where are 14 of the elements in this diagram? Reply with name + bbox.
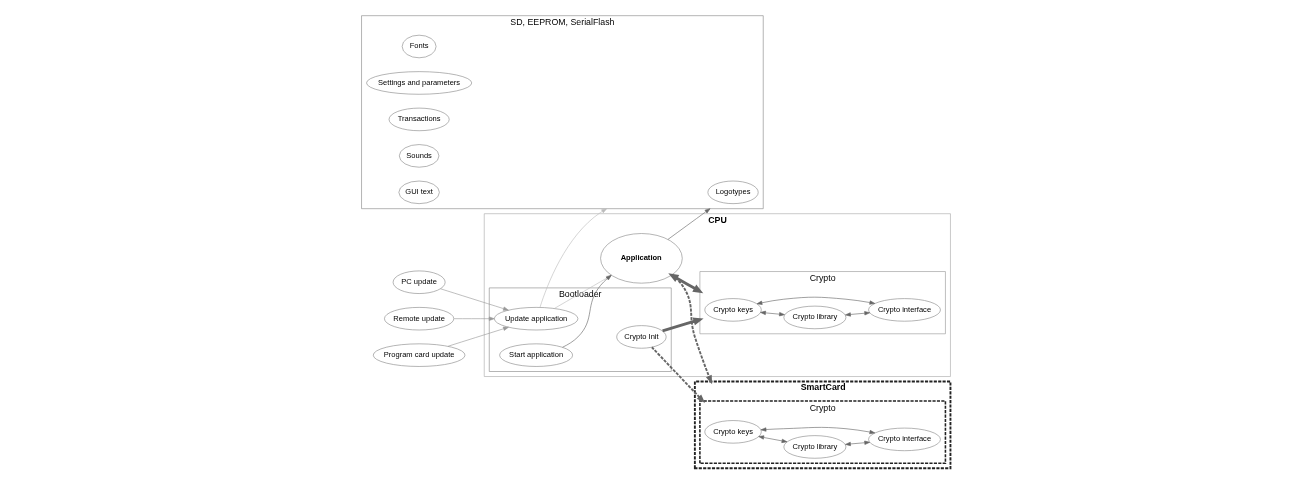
arrow xyxy=(447,326,509,347)
arrow xyxy=(844,311,870,317)
arrow xyxy=(661,317,704,333)
arrow xyxy=(757,435,787,443)
arrow xyxy=(844,440,870,447)
arrow xyxy=(453,316,495,321)
arrow xyxy=(539,208,607,308)
arrow xyxy=(667,273,703,294)
arrow xyxy=(759,310,785,317)
arrow xyxy=(760,427,875,435)
arrow xyxy=(667,208,710,240)
arrow xyxy=(439,288,509,311)
arrow xyxy=(650,346,705,404)
arrow xyxy=(756,296,875,305)
